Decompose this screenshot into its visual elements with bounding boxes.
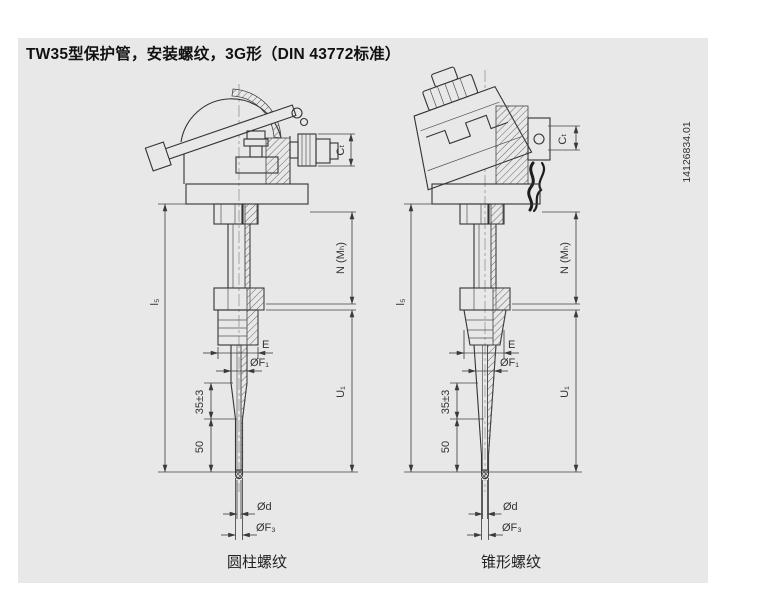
dim-label-d: Ød [257,501,272,513]
doc-number: 14126834.01 [681,121,693,182]
process-thread-conical [463,309,507,346]
dimension-lines: Cₜ l₅ N (Mₕ) U₁ E [149,133,358,540]
dim-label-tip: 50 [194,441,206,453]
dim-label-f3: ØF₃ [502,522,522,534]
hinge-icon [291,107,303,119]
caption-cylindrical-thread: 圆柱螺纹 [227,554,287,571]
dim-label-n: N (Mₕ) [335,242,347,274]
dim-label-u1: U₁ [335,386,347,398]
caption-conical-thread: 锥形螺纹 [481,554,541,571]
head-flange [431,183,541,205]
chain [527,161,546,213]
dim-label-tip: 50 [440,441,452,453]
figure-cylindrical-thread: Cₜ l₅ N (Mₕ) U₁ E [144,84,358,571]
tube-tip [235,469,243,480]
dim-label-l5: l₅ [149,299,161,306]
dim-label-taper: 35±3 [194,390,206,414]
cable-gland [527,117,551,161]
dim-label-e: E [262,339,269,351]
drawing-panel [18,38,708,583]
figure-conical-thread: Cₜ l₅ N (Mₕ) U₁ E [395,66,582,571]
page-title: TW35型保护管，安装螺纹，3G形（DIN 43772标准） [26,46,401,63]
neck-tube [213,203,259,289]
dim-label-taper: 35±3 [440,390,452,414]
dim-label-n: N (Mₕ) [559,242,571,274]
dim-label-f1: ØF₁ [250,357,269,369]
dim-label-f1: ØF₁ [500,357,519,369]
dim-label-d: Ød [503,501,518,513]
process-thread-cylindrical [217,309,259,346]
dim-label-ct: Cₜ [557,133,569,144]
dim-label-f3: ØF₃ [256,522,276,534]
dim-label-u1: U₁ [559,386,571,398]
connection-head [144,88,339,205]
dim-label-e: E [508,339,515,351]
dim-label-ct: Cₜ [335,144,347,155]
dimension-lines: Cₜ l₅ N (Mₕ) U₁ E [395,125,582,540]
tube-tip [481,469,489,480]
head-cover-open [144,104,297,172]
connection-head [413,66,551,213]
neck-tube [459,203,505,289]
head-flange [185,183,309,205]
head-boss-section [495,105,529,185]
dim-label-l5: l₅ [395,299,407,306]
cable-gland [289,133,339,167]
